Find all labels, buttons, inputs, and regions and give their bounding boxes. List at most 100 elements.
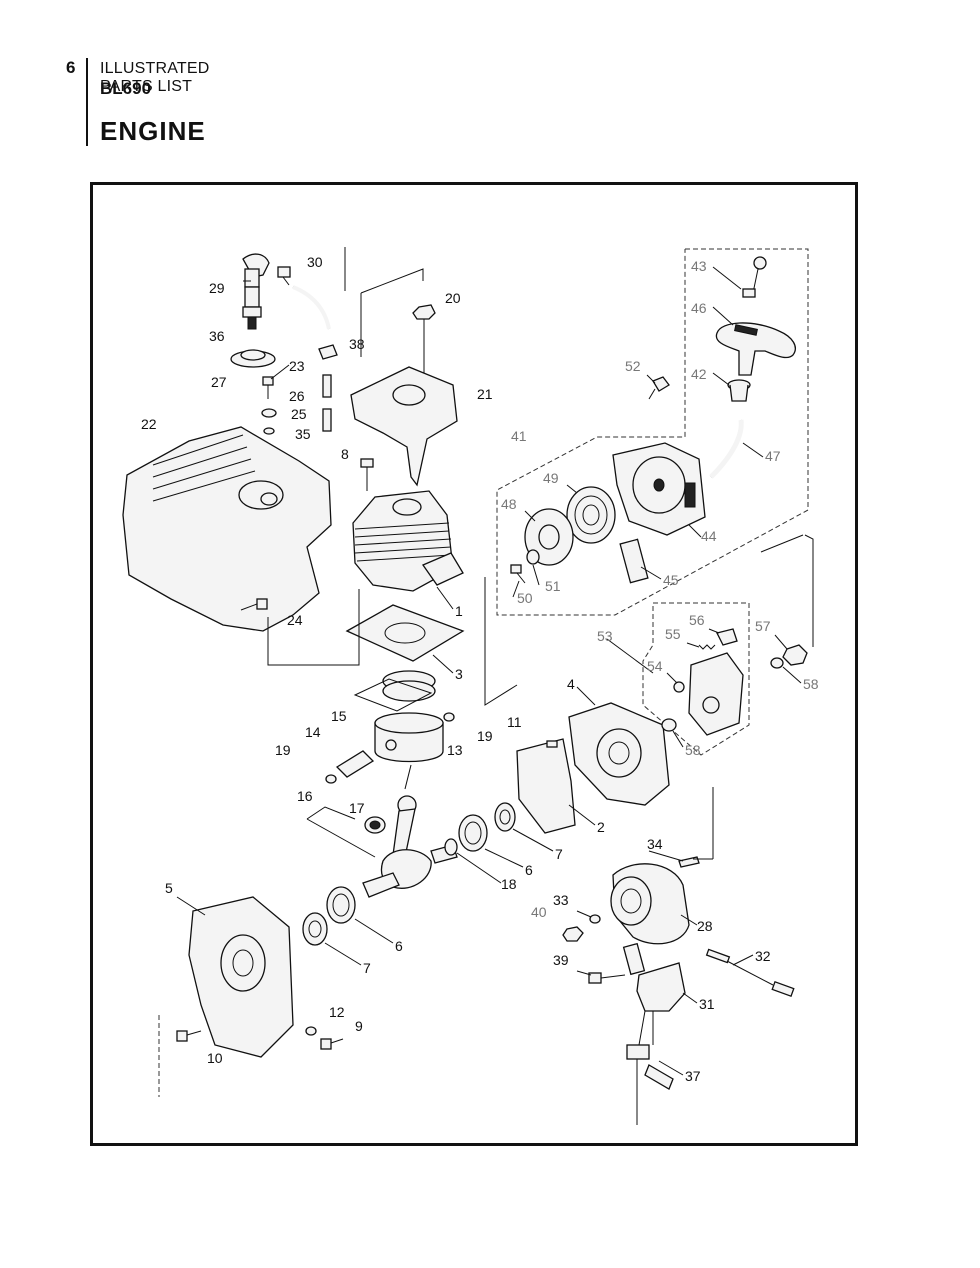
part-29-plug-cap bbox=[242, 253, 270, 288]
callout-3: 3 bbox=[455, 666, 463, 682]
callout-32: 32 bbox=[755, 948, 771, 964]
part-38-hose bbox=[292, 286, 330, 330]
header-divider bbox=[86, 58, 88, 146]
callout-58b: 58 bbox=[685, 742, 701, 758]
part-19-circlip-a bbox=[443, 712, 455, 722]
callout-39: 39 bbox=[553, 952, 569, 968]
part-56-pin bbox=[716, 628, 738, 646]
part-58-washer-b bbox=[661, 718, 677, 732]
callout-54: 54 bbox=[647, 658, 663, 674]
callout-22: 22 bbox=[141, 416, 157, 432]
part-44-starter-case bbox=[612, 442, 706, 536]
part-6-bearing-a bbox=[458, 814, 488, 852]
part-5-crankcase bbox=[188, 896, 294, 1058]
part-58-washer-a bbox=[770, 657, 784, 669]
exploded-parts-diagram: 1 2 3 4 5 6 6 7 7 8 9 10 11 12 13 14 15 … bbox=[122, 247, 819, 1125]
callout-27: 27 bbox=[211, 374, 227, 390]
callout-42: 42 bbox=[691, 366, 707, 382]
part-17-needle-bearing bbox=[364, 816, 386, 834]
callout-37: 37 bbox=[685, 1068, 701, 1084]
callout-12: 12 bbox=[329, 1004, 345, 1020]
callout-52: 52 bbox=[625, 358, 641, 374]
part-51-washer bbox=[526, 549, 540, 565]
part-40-nut bbox=[562, 926, 584, 942]
part-38-bracket-line bbox=[360, 268, 424, 294]
callout-10: 10 bbox=[207, 1050, 223, 1066]
part-39-bolt bbox=[588, 972, 626, 984]
part-46-handle bbox=[715, 322, 796, 376]
part-53-rotor bbox=[688, 652, 744, 736]
leader-44-cover bbox=[760, 534, 804, 553]
part-37-connector bbox=[626, 1044, 674, 1125]
callout-13: 13 bbox=[447, 742, 463, 758]
callout-41: 41 bbox=[511, 428, 527, 444]
part-11-dowel bbox=[546, 740, 558, 748]
callout-2: 2 bbox=[597, 819, 605, 835]
callout-47: 47 bbox=[765, 448, 781, 464]
callout-4: 4 bbox=[567, 676, 575, 692]
callout-40: 40 bbox=[531, 904, 547, 920]
callout-7b: 7 bbox=[363, 960, 371, 976]
callout-44: 44 bbox=[701, 528, 717, 544]
callout-24: 24 bbox=[287, 612, 303, 628]
part-34-key bbox=[678, 787, 714, 868]
part-50-screw bbox=[510, 564, 526, 584]
callout-14: 14 bbox=[305, 724, 321, 740]
bracket-line-24 bbox=[267, 589, 360, 666]
callout-31: 31 bbox=[699, 996, 715, 1012]
part-54-clip bbox=[673, 681, 685, 693]
callout-38: 38 bbox=[349, 336, 365, 352]
part-12-washer bbox=[305, 1026, 317, 1036]
callout-51: 51 bbox=[545, 578, 561, 594]
part-7-seal-a bbox=[494, 802, 516, 832]
callout-11: 11 bbox=[507, 714, 522, 730]
part-35-spacer-b bbox=[322, 408, 332, 432]
callout-6a: 6 bbox=[525, 862, 533, 878]
callout-6b: 6 bbox=[395, 938, 403, 954]
part-35-spacer-a bbox=[322, 374, 332, 398]
part-22-shroud bbox=[122, 426, 332, 632]
part-47-rope bbox=[710, 419, 742, 478]
part-10-bolt bbox=[176, 1030, 202, 1042]
callout-53: 53 bbox=[597, 628, 613, 644]
callout-46: 46 bbox=[691, 300, 707, 316]
part-43-pin bbox=[742, 256, 767, 298]
part-24-screw bbox=[240, 598, 268, 611]
callout-49: 49 bbox=[543, 470, 559, 486]
diagram-frame: 1 2 3 4 5 6 6 7 7 8 9 10 11 12 13 14 15 … bbox=[90, 182, 858, 1146]
part-4-crankcase bbox=[568, 702, 670, 806]
callout-28: 28 bbox=[697, 918, 713, 934]
leader-lines bbox=[176, 266, 802, 1076]
part-52-screw bbox=[648, 376, 670, 400]
callout-25: 25 bbox=[291, 406, 307, 422]
part-6-bearing-b bbox=[326, 886, 356, 924]
part-49-spring bbox=[566, 486, 616, 544]
starter-group-outline bbox=[496, 248, 809, 616]
callout-26: 26 bbox=[289, 388, 305, 404]
part-15-piston-ring bbox=[353, 670, 436, 712]
callout-21: 21 bbox=[477, 386, 493, 402]
part-18-washer bbox=[444, 838, 458, 856]
part-16-crankshaft bbox=[362, 795, 458, 898]
callout-labels: 1 2 3 4 5 6 6 7 7 8 9 10 11 12 13 14 15 … bbox=[141, 254, 819, 1084]
callout-8: 8 bbox=[341, 446, 349, 462]
callout-57: 57 bbox=[755, 618, 771, 634]
callout-20: 20 bbox=[445, 290, 461, 306]
part-8-bolt bbox=[360, 458, 374, 491]
part-1-cylinder bbox=[352, 490, 464, 592]
page-number: 6 bbox=[66, 58, 76, 77]
page-title: ENGINE bbox=[100, 116, 206, 146]
leader-57 bbox=[804, 534, 814, 647]
callout-29: 29 bbox=[209, 280, 225, 296]
part-28-flywheel bbox=[610, 863, 690, 945]
part-9-bolt bbox=[320, 1038, 344, 1050]
part-7-seal-b bbox=[302, 912, 328, 946]
section-heading: ILLUSTRATED PARTS LIST bbox=[100, 60, 210, 95]
callout-43: 43 bbox=[691, 258, 707, 274]
part-25-washer bbox=[263, 427, 275, 435]
callout-33: 33 bbox=[553, 892, 569, 908]
part-36-spark-plug bbox=[242, 286, 262, 330]
callout-16: 16 bbox=[297, 788, 313, 804]
model-name: BL690 bbox=[100, 79, 152, 98]
callout-34: 34 bbox=[647, 836, 663, 852]
